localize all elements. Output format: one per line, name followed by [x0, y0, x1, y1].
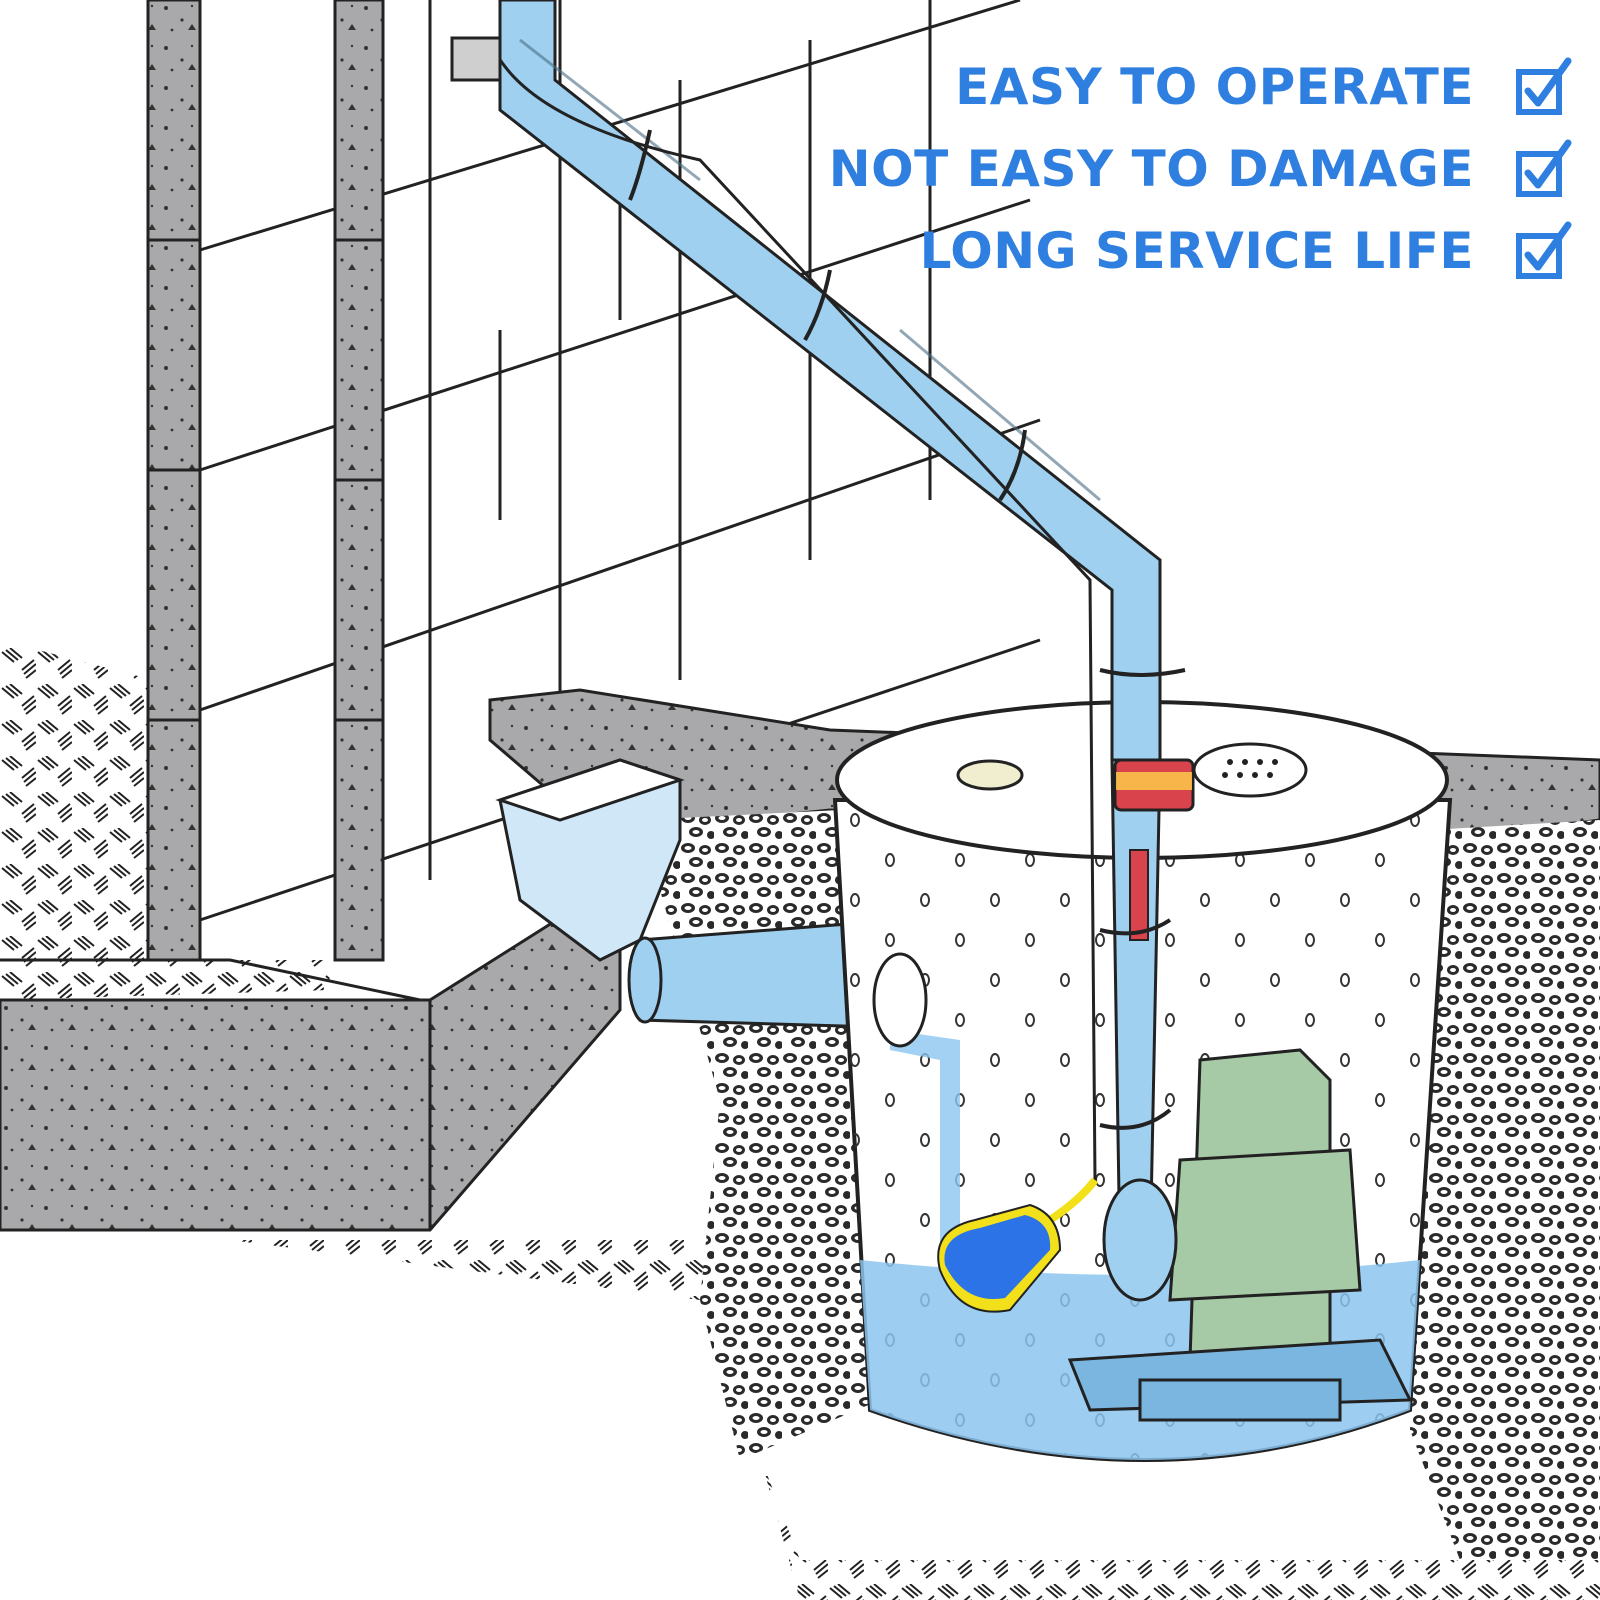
float-switch-cable [450, 36, 1099, 1224]
checked-box-icon [1516, 221, 1572, 279]
checked-box-icon [1516, 57, 1572, 115]
outlet-box [450, 36, 502, 82]
feature-list: EASY TO OPERATE NOT EASY TO DAMAGE LONG … [792, 46, 1572, 292]
feature-row-1: EASY TO OPERATE [792, 46, 1572, 128]
float-switch-icon [937, 1203, 1062, 1313]
feature-label: EASY TO OPERATE [955, 58, 1474, 116]
feature-row-3: LONG SERVICE LIFE [792, 210, 1572, 292]
discharge-pipe [498, 0, 1195, 1262]
gravel-fill-right [1410, 820, 1600, 1560]
sump-pump-icon [1067, 1048, 1413, 1422]
vent-grate [1192, 742, 1308, 798]
concrete-footing [0, 877, 622, 1232]
feature-row-2: NOT EASY TO DAMAGE [792, 128, 1572, 210]
feature-label: LONG SERVICE LIFE [919, 222, 1474, 280]
feature-label: NOT EASY TO DAMAGE [828, 140, 1474, 198]
checked-box-icon [1516, 139, 1572, 197]
